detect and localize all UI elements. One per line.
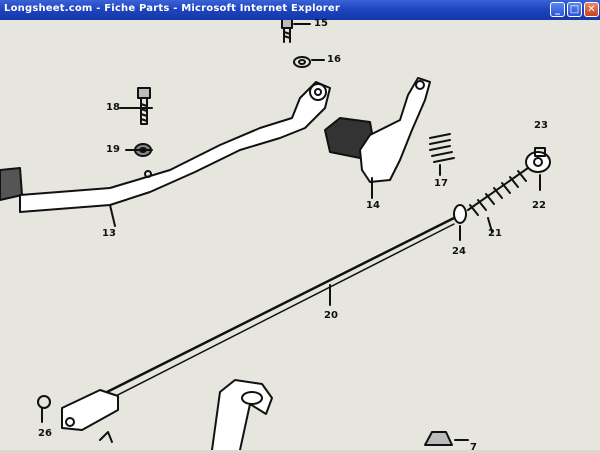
part-21-spring xyxy=(467,167,529,233)
label-part-22: 22 xyxy=(532,200,546,211)
part-7-nut xyxy=(424,431,469,446)
label-part-14: 14 xyxy=(366,200,380,211)
label-part-7: 7 xyxy=(470,442,477,453)
parts-diagram: 15 16 18 19 13 14 17 23 22 21 24 20 26 7 xyxy=(0,18,600,453)
label-part-23: 23 xyxy=(534,120,548,131)
rod-left-end xyxy=(61,389,119,431)
lower-bracket xyxy=(99,379,273,450)
minimize-button[interactable]: _ xyxy=(550,2,565,17)
part-13-pedal xyxy=(0,81,331,227)
part-22-rod-end xyxy=(525,147,551,191)
window-titlebar: Longsheet.com - Fiche Parts - Microsoft … xyxy=(0,0,600,20)
maximize-button[interactable]: □ xyxy=(567,2,582,17)
part-16-washer xyxy=(293,56,311,68)
parts-diagram-drawing xyxy=(0,20,551,450)
close-button[interactable]: ✕ xyxy=(584,2,599,17)
label-part-21: 21 xyxy=(488,228,502,239)
part-14-shift-arm xyxy=(324,77,431,199)
window-title: Longsheet.com - Fiche Parts - Microsoft … xyxy=(4,3,341,14)
part-26-pin xyxy=(37,395,51,423)
part-18-bolt xyxy=(137,87,151,125)
label-part-16: 16 xyxy=(327,54,341,65)
label-part-26: 26 xyxy=(38,428,52,439)
part-20-rod xyxy=(93,216,456,405)
label-part-18: 18 xyxy=(106,102,120,113)
label-part-15: 15 xyxy=(314,18,328,29)
part-17-spring xyxy=(429,133,455,176)
label-part-19: 19 xyxy=(106,144,120,155)
part-15-bolt xyxy=(281,20,293,43)
part-24-collar xyxy=(453,204,467,241)
label-part-13: 13 xyxy=(102,228,116,239)
label-part-20: 20 xyxy=(324,310,338,321)
label-part-24: 24 xyxy=(452,246,466,257)
label-part-17: 17 xyxy=(434,178,448,189)
